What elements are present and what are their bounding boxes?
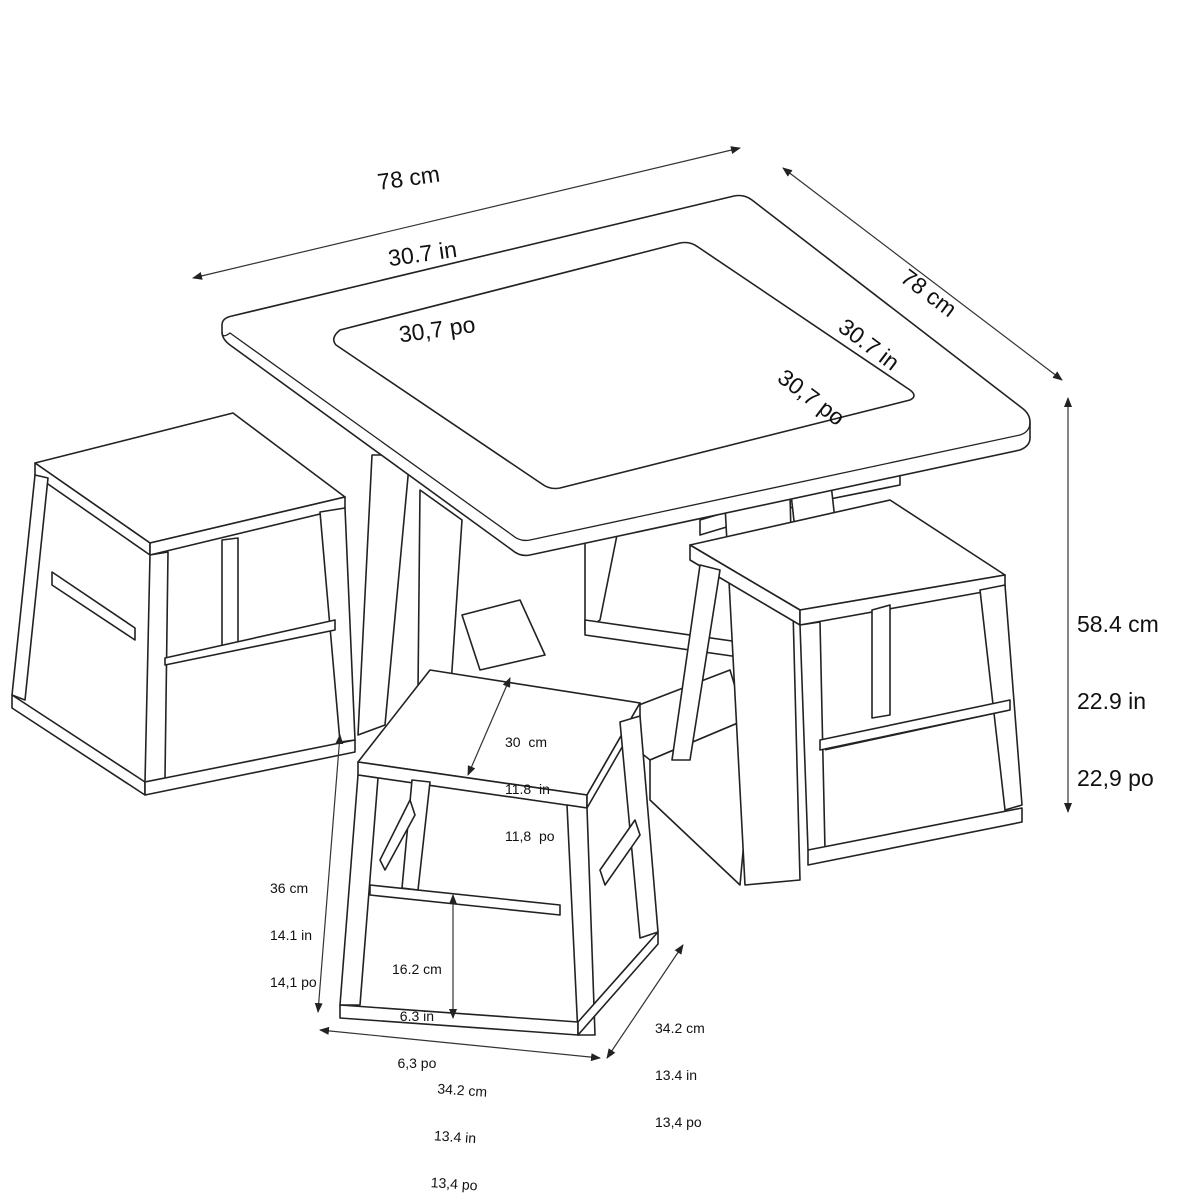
label-stool-height: 36 cm 14.1 in 14,1 po	[270, 850, 317, 1022]
label-stool-shelf-height: 16.2 cm 6.3 in 6,3 po	[392, 931, 442, 1103]
stool-shelf-in: 6.3 in	[399, 1008, 435, 1025]
table-height-in: 22.9 in	[1077, 687, 1147, 714]
stool-right	[671, 499, 1023, 866]
stool-width-cm: 34.2 cm	[436, 1080, 488, 1101]
table-width-cm: 78 cm	[375, 160, 442, 195]
stool-width-po: 13,4 po	[430, 1174, 479, 1194]
table-height-po: 22,9 po	[1077, 765, 1154, 791]
table-depth-po: 30,7 po	[772, 363, 850, 431]
stool-seat-cm: 30 cm	[505, 734, 548, 751]
stool-height-in: 14.1 in	[270, 927, 313, 944]
stool-front	[339, 669, 659, 1036]
label-stool-seat: 30 cm 11.8 in 11,8 po	[505, 704, 555, 876]
table-width-po: 30,7 po	[397, 311, 477, 348]
label-table-height: 58.4 cm 22.9 in 22,9 po	[1077, 560, 1159, 843]
stool-left	[11, 412, 356, 796]
stool-depth-in: 13.4 in	[655, 1067, 698, 1084]
stool-shelf-cm: 16.2 cm	[392, 961, 442, 978]
table-depth-cm: 78 cm	[896, 263, 962, 322]
label-stool-depth: 34.2 cm 13.4 in 13,4 po	[655, 990, 705, 1162]
table-height-cm: 58.4 cm	[1077, 610, 1159, 637]
stool-shelf-po: 6,3 po	[397, 1055, 437, 1072]
table-depth-in: 30.7 in	[833, 312, 905, 376]
stool-seat-in: 11.8 in	[505, 781, 550, 798]
stool-depth-cm: 34.2 cm	[655, 1020, 705, 1037]
stool-height-po: 14,1 po	[270, 974, 317, 991]
table-width-in: 30.7 in	[386, 235, 459, 271]
stool-depth-po: 13,4 po	[655, 1114, 702, 1131]
dimension-lines	[192, 146, 1072, 1062]
stool-height-cm: 36 cm	[270, 880, 309, 897]
stool-width-in: 13.4 in	[433, 1127, 477, 1147]
stool-seat-po: 11,8 po	[505, 828, 555, 845]
